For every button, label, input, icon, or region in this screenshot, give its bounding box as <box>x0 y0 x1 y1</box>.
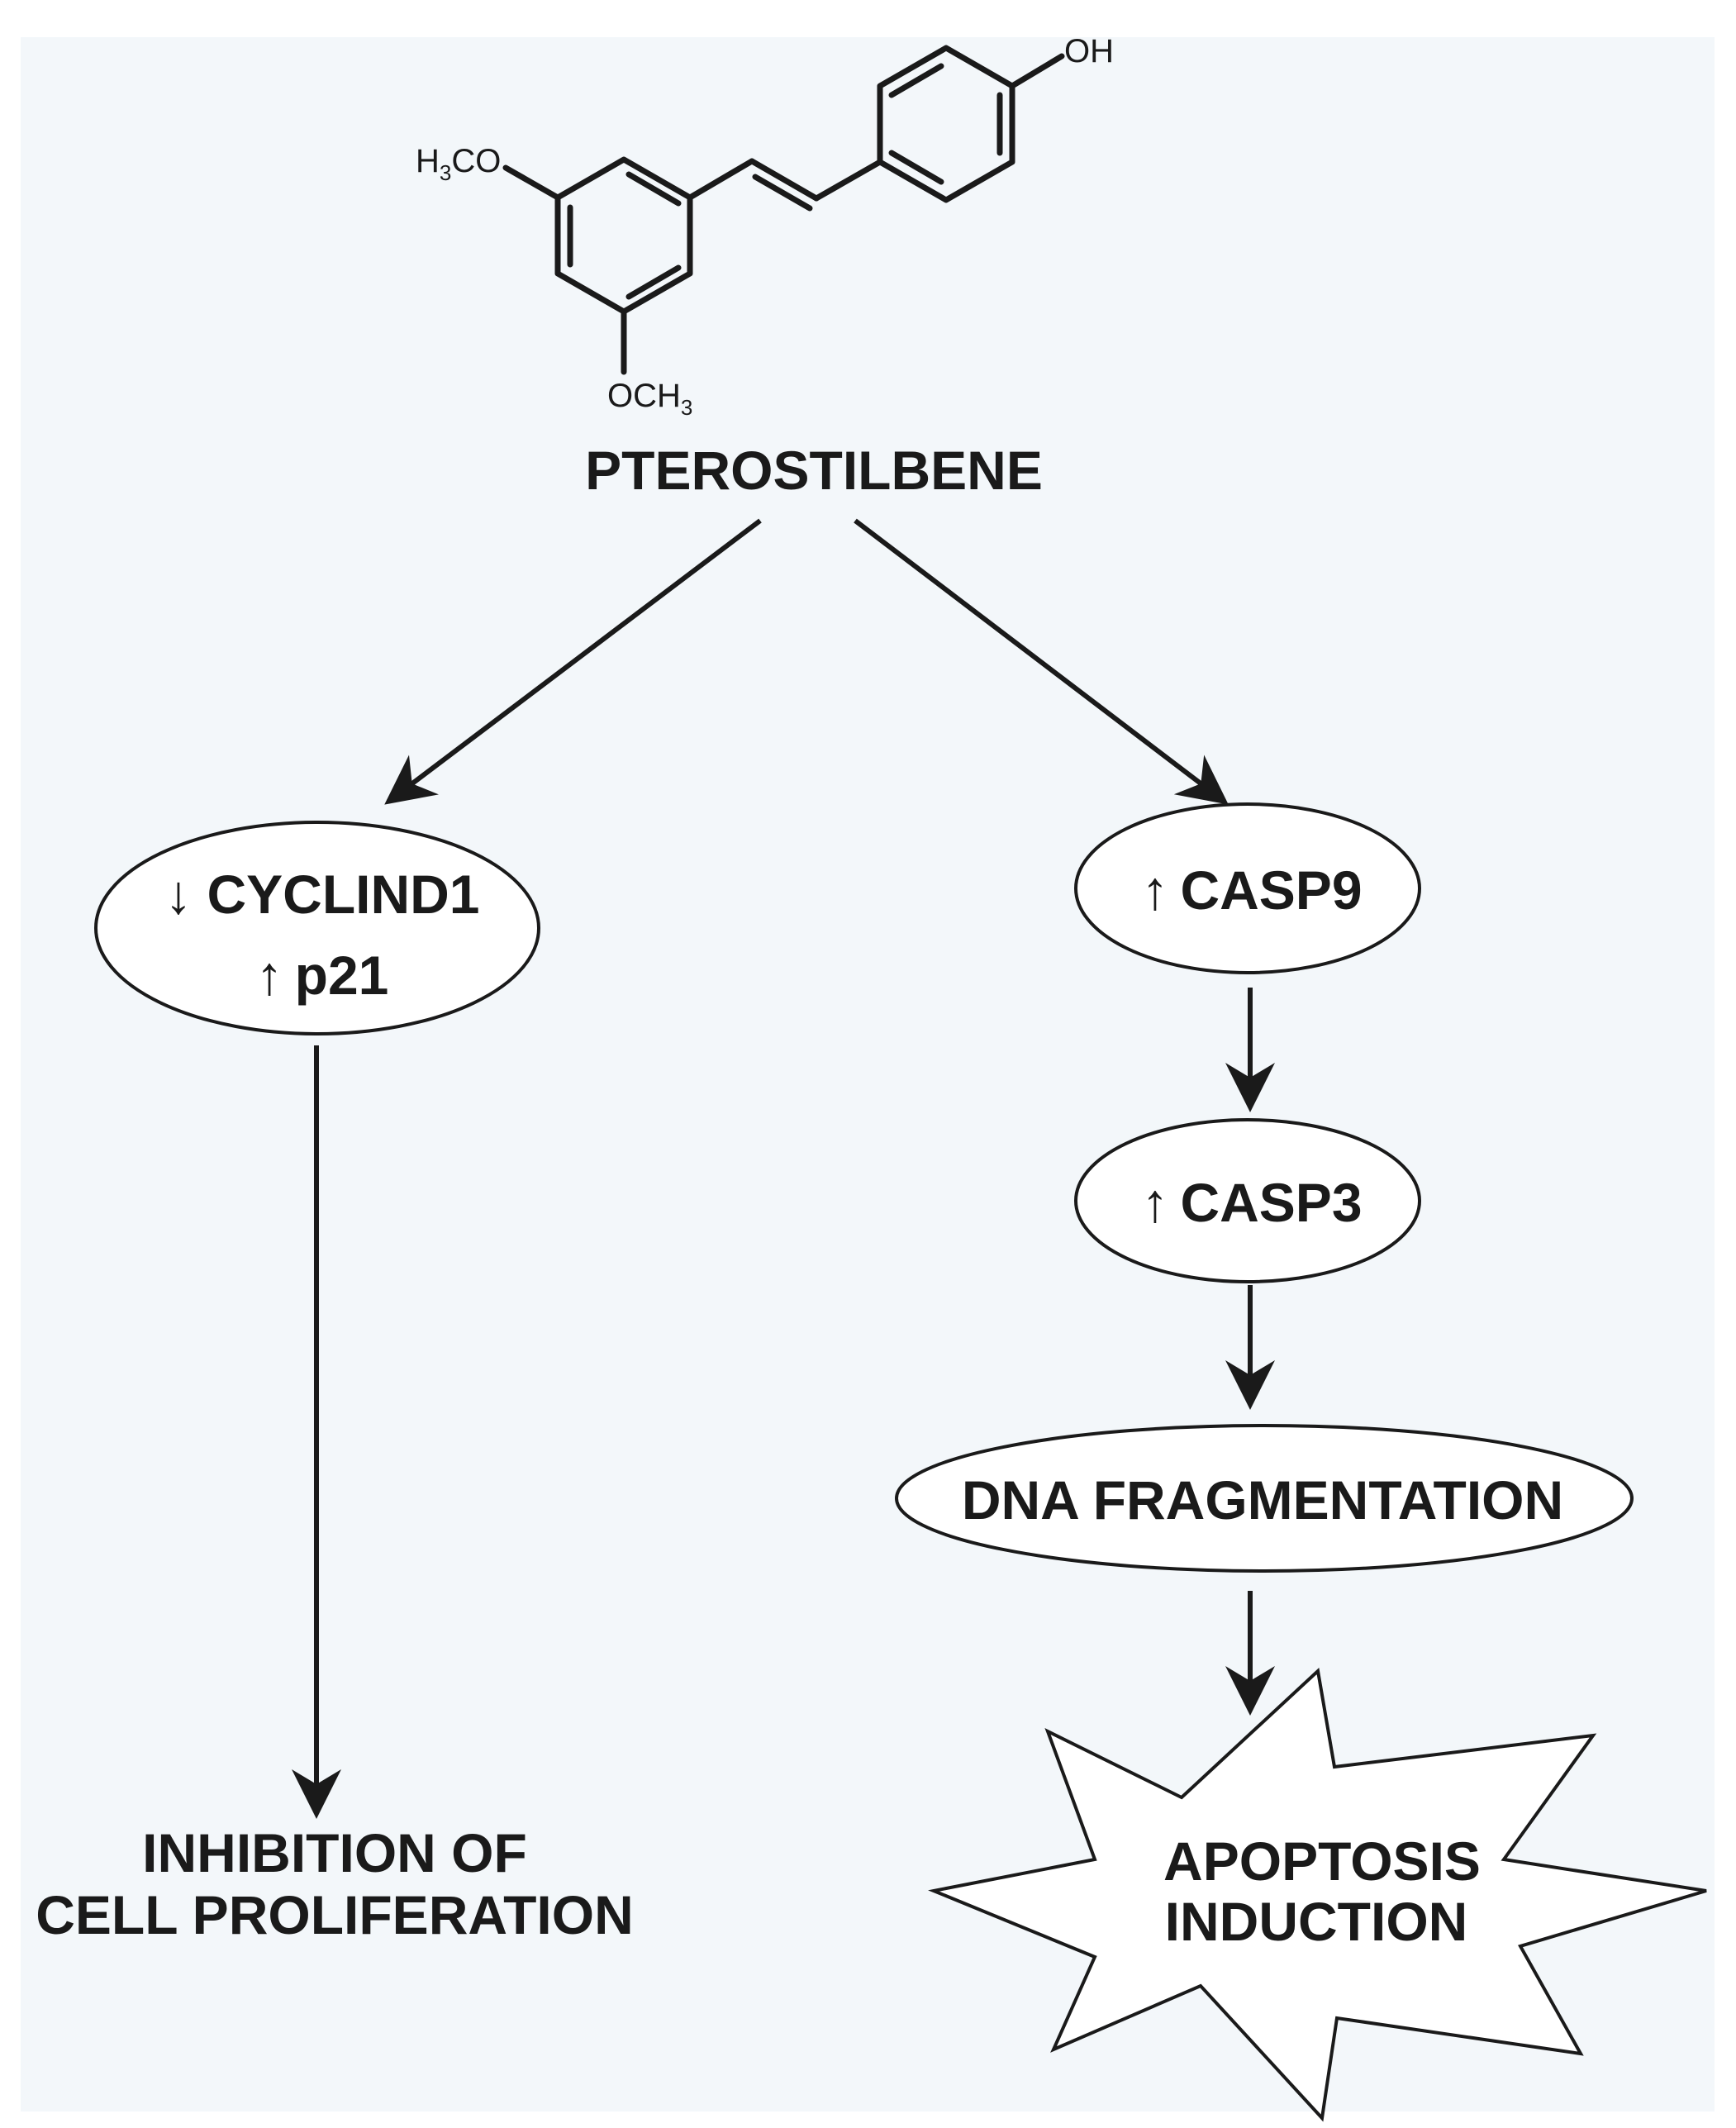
up-arrow-icon: ↑ <box>1141 859 1168 921</box>
vinyl-double-bond <box>752 174 813 212</box>
hydroxyl-label: OH <box>1064 33 1114 69</box>
vinyl-bond-2 <box>749 158 820 202</box>
casp3-node <box>1074 1118 1421 1283</box>
up-arrow-icon: ↑ <box>256 945 283 1006</box>
cyclind1-p21-node <box>94 821 540 1035</box>
left-ring-double-bond-3 <box>625 264 682 300</box>
inhibition-outcome-line2: CELL PROLIFERATION <box>36 1884 634 1945</box>
methoxy-left-bond <box>502 164 561 201</box>
casp9-label: ↑CASP9 <box>1141 859 1362 921</box>
arrows <box>292 518 1275 1819</box>
up-arrow-icon: ↑ <box>1141 1172 1168 1233</box>
apoptosis-outcome-line1: APOPTOSIS <box>1163 1830 1481 1892</box>
right-ring-double-bond-1 <box>888 63 944 98</box>
arrow-to-left-branch <box>384 518 762 805</box>
dna-fragmentation-label: DNA FRAGMENTATION <box>962 1469 1563 1531</box>
pterostilbene-structure <box>502 45 1065 375</box>
arrow-to-right-branch <box>854 518 1229 805</box>
vinyl-bond-3 <box>813 159 883 202</box>
hydroxyl-bond <box>1009 53 1065 89</box>
cyclind1-label: ↓CYCLIND1 <box>164 864 479 925</box>
apoptosis-starburst <box>928 1668 1707 2122</box>
casp9-node <box>1074 802 1421 974</box>
methoxy-bottom-label: OCH3 <box>607 378 692 420</box>
right-ring-double-bond-3 <box>888 150 944 185</box>
vinyl-bond-1 <box>687 158 755 201</box>
methoxy-left-label: H3CO <box>416 143 501 185</box>
casp3-label: ↑CASP3 <box>1141 1172 1362 1233</box>
dna-fragmentation-node <box>895 1424 1634 1573</box>
down-arrow-icon: ↓ <box>164 864 192 925</box>
left-ring-double-bond-2 <box>625 171 682 207</box>
right-benzene-ring <box>877 45 1015 203</box>
inhibition-outcome-line1: INHIBITION OF <box>142 1822 527 1883</box>
apoptosis-outcome-line2: INDUCTION <box>1165 1891 1468 1952</box>
p21-label: ↑p21 <box>256 945 389 1006</box>
compound-name: PTEROSTILBENE <box>585 440 1043 501</box>
